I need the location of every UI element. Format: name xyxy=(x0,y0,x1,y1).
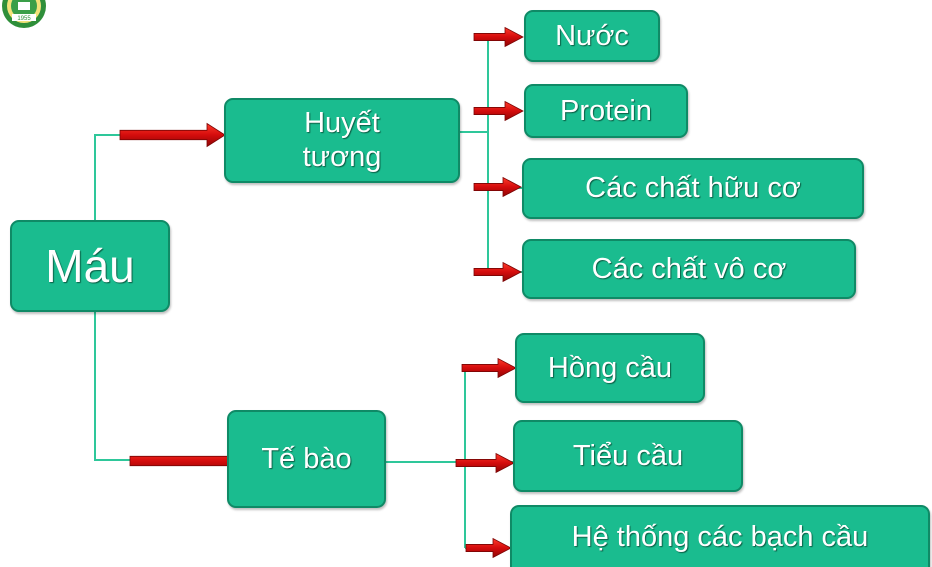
arrow-to-organic xyxy=(473,176,522,198)
wbc-node: Hệ thống các bạch cầu xyxy=(510,505,930,567)
cells-node: Tế bào xyxy=(227,410,386,508)
water-node: Nước xyxy=(524,10,660,62)
water-label: Nước xyxy=(555,19,629,52)
logo-year: 1955 xyxy=(17,16,31,22)
connector-root-cells xyxy=(94,312,229,461)
plasma-node: Huyết tương xyxy=(224,98,460,183)
cells-label: Tế bào xyxy=(261,442,352,475)
root-node: Máu xyxy=(10,220,170,312)
arrow-to-platelets xyxy=(455,452,515,474)
rbc-label: Hồng cầu xyxy=(547,351,673,384)
arrow-to-wbc xyxy=(465,537,512,559)
inorganic-label: Các chất vô cơ xyxy=(591,252,787,285)
organic-node: Các chất hữu cơ xyxy=(522,158,864,219)
organic-label: Các chất hữu cơ xyxy=(585,172,801,204)
wbc-label: Hệ thống các bạch cầu xyxy=(571,520,869,553)
arrow-to-plasma xyxy=(119,122,226,148)
protein-node: Protein xyxy=(524,84,688,138)
arrow-to-inorganic xyxy=(473,261,522,283)
arrow-to-water xyxy=(473,26,524,48)
rbc-node: Hồng cầu xyxy=(515,333,705,403)
connector-root-plasma xyxy=(94,134,226,220)
school-logo: 1955 xyxy=(2,0,46,30)
plasma-label: Huyết tương xyxy=(302,107,382,173)
platelets-label: Tiểu cầu xyxy=(572,439,684,472)
arrow-to-protein xyxy=(473,100,524,122)
root-label: Máu xyxy=(45,240,135,292)
arrow-to-rbc xyxy=(461,357,517,379)
protein-label: Protein xyxy=(560,94,652,127)
inorganic-node: Các chất vô cơ xyxy=(522,239,856,299)
platelets-node: Tiểu cầu xyxy=(513,420,743,492)
